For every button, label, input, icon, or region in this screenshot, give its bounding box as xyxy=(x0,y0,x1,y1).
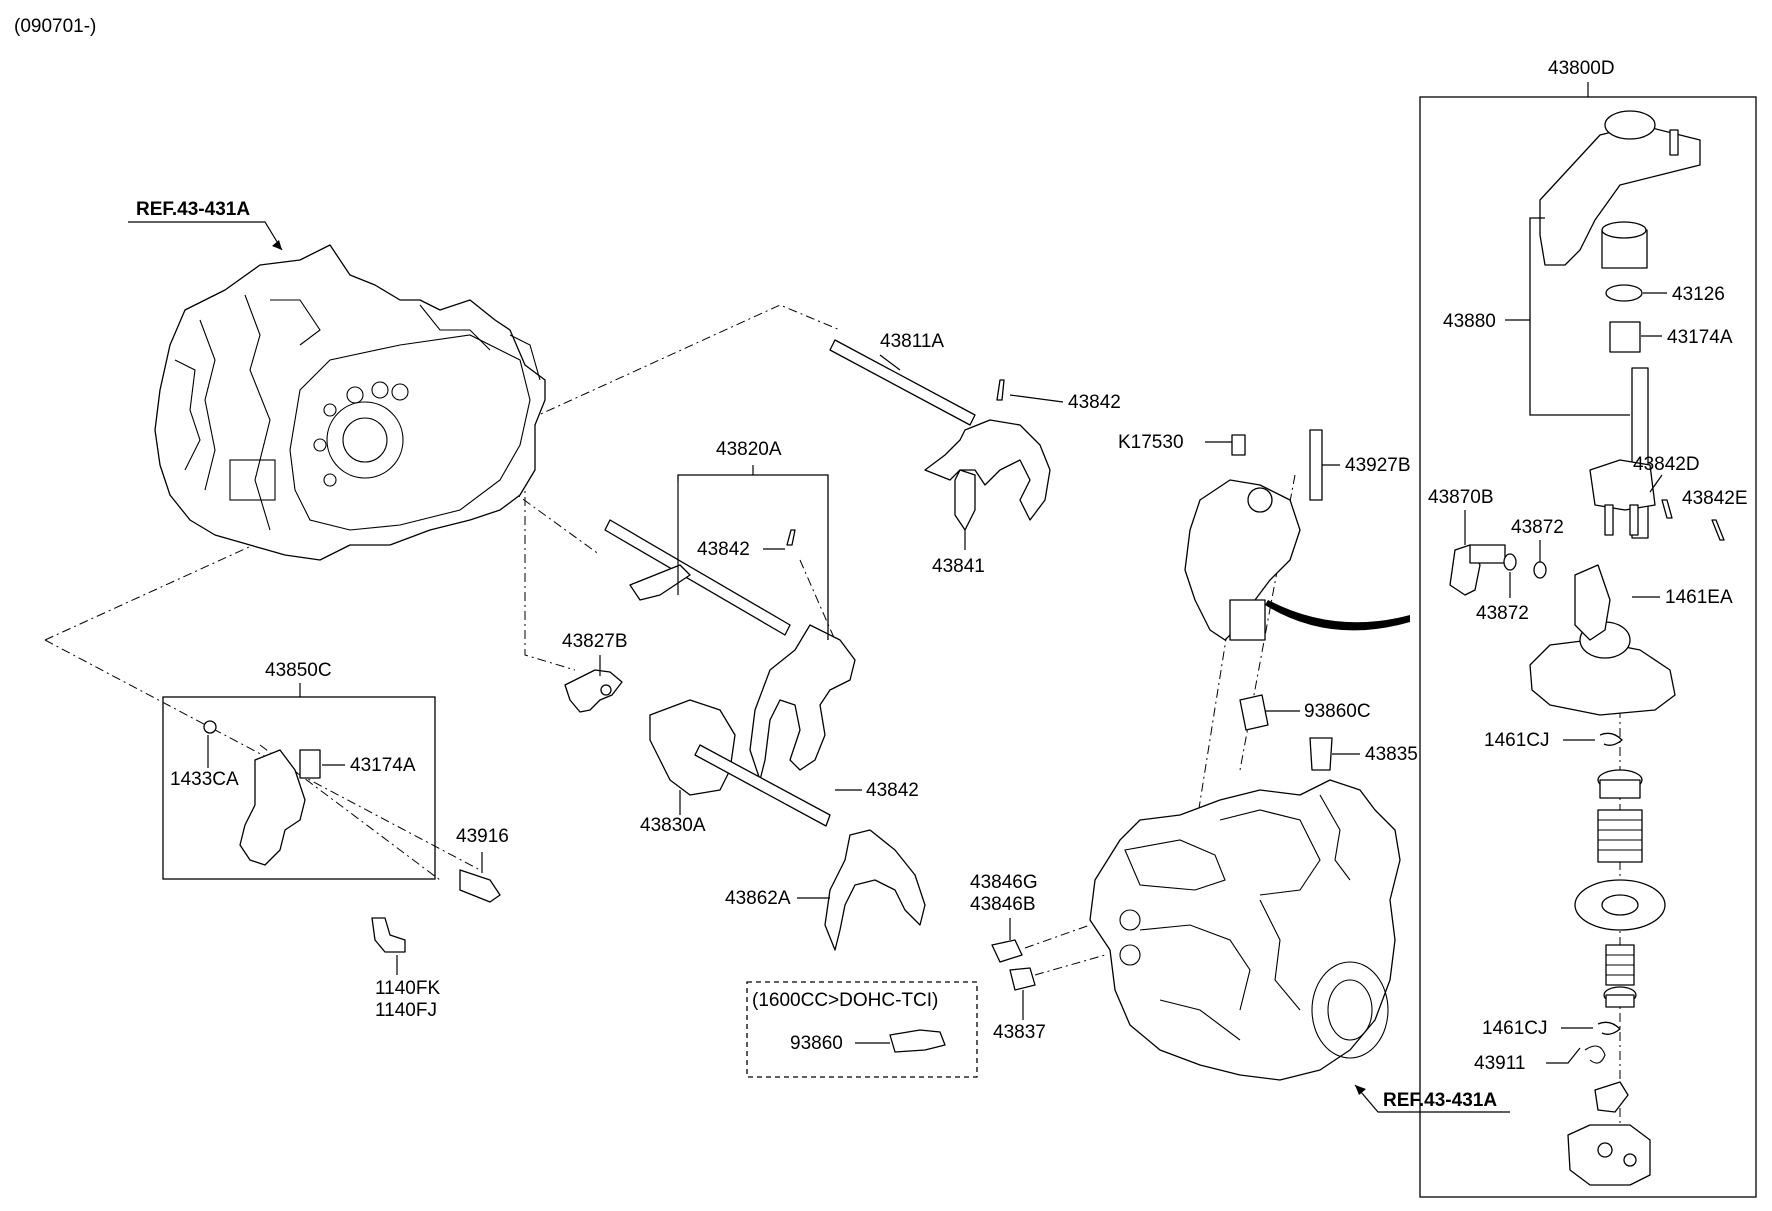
spring-stack xyxy=(1574,769,1666,1008)
label-variant: (1600CC>DOHC-TCI) xyxy=(752,990,938,1011)
plug-43846 xyxy=(991,939,1023,963)
label-1461cj-lower: 1461CJ xyxy=(1482,1018,1548,1039)
housing-cover-right xyxy=(1529,564,1676,716)
shift-lug-43830a xyxy=(649,699,831,827)
shift-lever-43880 xyxy=(1539,110,1701,266)
label-43862a: 43862A xyxy=(725,888,791,909)
label-43820a: 43820A xyxy=(716,439,782,460)
label-43174a-right: 43174A xyxy=(1667,327,1733,348)
label-43870b: 43870B xyxy=(1428,487,1494,508)
label-k17530: K17530 xyxy=(1118,432,1184,453)
lever-43870b xyxy=(1449,544,1506,596)
bolt-43916 xyxy=(459,869,501,903)
label-43846g: 43846G xyxy=(970,872,1038,893)
lever-43850c xyxy=(203,720,321,866)
bracket-bottom xyxy=(1567,1081,1651,1186)
shift-rail-43811a xyxy=(829,339,1051,531)
label-43846b: 43846B xyxy=(970,894,1036,915)
label-43842-c: 43842 xyxy=(866,780,919,801)
label-43927b: 43927B xyxy=(1345,455,1411,476)
label-43174a-left: 43174A xyxy=(350,755,416,776)
diagram-code: (090701-) xyxy=(14,16,96,37)
label-1461cj-upper: 1461CJ xyxy=(1484,730,1550,751)
transmission-case-right xyxy=(1089,779,1401,1081)
ref-label-top: REF.43-431A xyxy=(136,199,250,220)
label-43842-b: 43842 xyxy=(697,539,750,560)
label-43841: 43841 xyxy=(932,556,985,577)
sensor-93860c xyxy=(1239,694,1269,731)
label-43842e: 43842E xyxy=(1682,488,1748,509)
transmission-case-left xyxy=(154,244,546,561)
group-box-43850c xyxy=(162,696,436,880)
label-43830a: 43830A xyxy=(640,815,706,836)
label-43850c: 43850C xyxy=(265,660,332,681)
label-93860: 93860 xyxy=(790,1033,843,1054)
label-43916: 43916 xyxy=(456,826,509,847)
label-43800d: 43800D xyxy=(1548,58,1615,79)
label-43880: 43880 xyxy=(1443,311,1496,332)
shift-fork-43862a xyxy=(824,829,926,951)
label-1433ca: 1433CA xyxy=(170,769,239,790)
label-1140fj: 1140FJ xyxy=(375,1000,437,1021)
label-1461ea: 1461EA xyxy=(1665,587,1733,608)
control-shaft xyxy=(1589,367,1656,539)
callout-arrow xyxy=(1265,600,1410,631)
interlock-43827b xyxy=(564,669,623,713)
plug-43837 xyxy=(1009,967,1036,991)
label-43837: 43837 xyxy=(993,1022,1046,1043)
bolt-1140fk xyxy=(371,917,406,953)
label-43842-a: 43842 xyxy=(1068,392,1121,413)
label-43811a: 43811A xyxy=(880,331,944,352)
label-43911: 43911 xyxy=(1474,1053,1525,1074)
label-43872-upper: 43872 xyxy=(1511,517,1564,538)
label-1140fk: 1140FK xyxy=(375,978,440,999)
sensor-93860 xyxy=(889,1029,946,1053)
bolt-43835 xyxy=(1309,737,1333,771)
label-43842d: 43842D xyxy=(1633,454,1700,475)
label-43835: 43835 xyxy=(1365,744,1418,765)
control-housing-center xyxy=(1184,429,1323,641)
ref-label-bottom: REF.43-431A xyxy=(1383,1090,1497,1111)
label-43126: 43126 xyxy=(1672,284,1725,305)
label-93860c: 93860C xyxy=(1304,701,1371,722)
label-43827b: 43827B xyxy=(562,631,628,652)
bushing-stack xyxy=(1601,221,1648,353)
label-43872-lower: 43872 xyxy=(1476,603,1529,624)
shift-rail-43820a xyxy=(604,519,856,781)
